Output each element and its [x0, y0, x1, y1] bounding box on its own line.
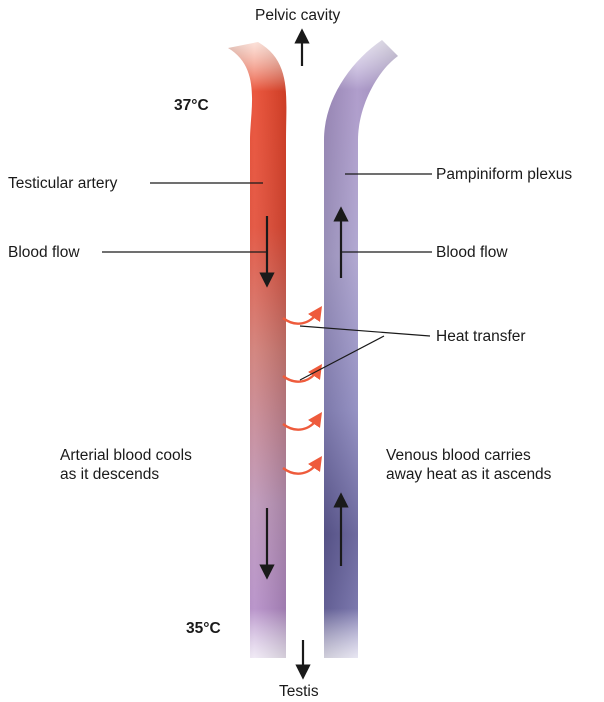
heat-arrow-4 [283, 462, 318, 474]
venous-note-line-1: Venous blood carries [386, 446, 551, 465]
heat-arrow-1 [283, 312, 318, 324]
pampiniform-plexus-vessel [324, 40, 398, 658]
venous-note: Venous blood carries away heat as it asc… [386, 446, 551, 484]
arterial-note: Arterial blood cools as it descends [60, 446, 192, 484]
testicular-artery-vessel [228, 42, 286, 658]
temperature-bottom: 35°C [186, 619, 221, 638]
blood-flow-left-label: Blood flow [8, 243, 80, 262]
arterial-note-line-2: as it descends [60, 465, 192, 484]
blood-flow-right-label: Blood flow [436, 243, 508, 262]
heat-transfer-label: Heat transfer [436, 327, 526, 346]
testicular-artery-label: Testicular artery [8, 174, 117, 193]
leader-heat-upper [300, 326, 430, 336]
pelvic-cavity-label: Pelvic cavity [255, 6, 340, 25]
venous-note-line-2: away heat as it ascends [386, 465, 551, 484]
temperature-top: 37°C [174, 96, 209, 115]
heat-transfer-arrows [283, 312, 318, 474]
arterial-note-line-1: Arterial blood cools [60, 446, 192, 465]
testis-label: Testis [279, 682, 319, 701]
heat-arrow-3 [283, 418, 318, 430]
pampiniform-plexus-label: Pampiniform plexus [436, 165, 572, 184]
